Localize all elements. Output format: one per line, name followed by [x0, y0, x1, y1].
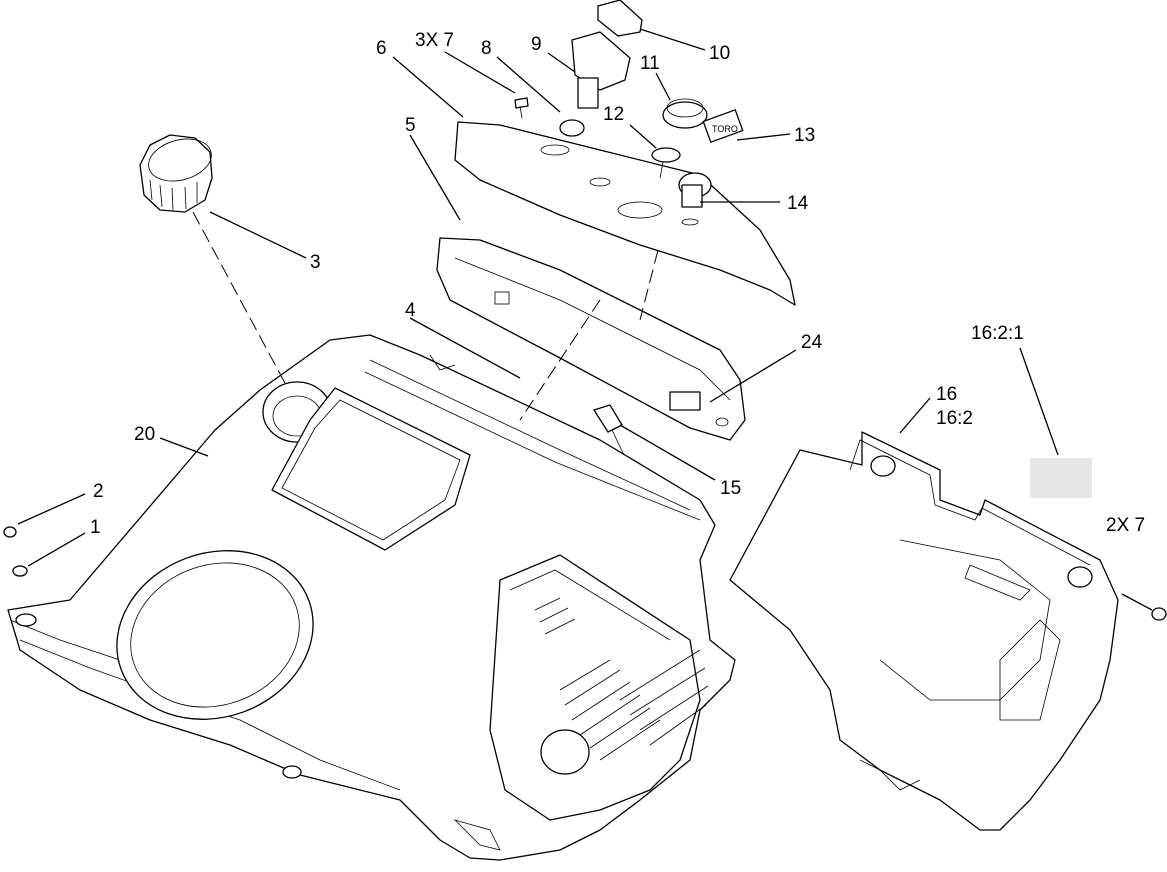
callout-5: 5 [405, 115, 416, 136]
callout-8: 8 [481, 38, 492, 59]
callout-12: 12 [603, 104, 624, 125]
callout-4: 4 [405, 300, 416, 321]
callout-24: 24 [801, 332, 823, 353]
callout-7: 3X 7 [415, 30, 454, 51]
fuel-cap [139, 134, 287, 386]
callout-14: 14 [787, 193, 809, 214]
side-cover [729, 431, 1119, 831]
callout-15: 15 [720, 478, 741, 499]
callout-16-2: 16:2 [936, 408, 973, 429]
callout-2: 2 [93, 481, 104, 502]
leader-lines [17, 28, 1153, 611]
control-panel-upper [454, 121, 796, 421]
wire-clip [593, 404, 625, 456]
screw-washers [3, 526, 1167, 621]
callout-16-2-1: 16:2:1 [971, 323, 1024, 344]
decal-16-2-1 [1030, 458, 1092, 498]
callout-10: 10 [709, 43, 730, 64]
callout-labels: 1 2 3 4 5 6 3X 7 8 9 10 11 12 13 14 15 1… [90, 30, 1145, 538]
callout-1: 1 [90, 517, 101, 538]
vent-grille [534, 597, 709, 761]
callout-6: 6 [376, 38, 387, 59]
key-label: TORO [712, 124, 738, 134]
callout-16: 16 [936, 384, 957, 405]
callout-13: 13 [794, 125, 815, 146]
control-panel-lower [436, 237, 746, 441]
callout-3: 3 [310, 252, 321, 273]
main-shroud [7, 334, 736, 861]
callout-20: 20 [134, 424, 155, 445]
callout-11: 11 [640, 53, 660, 74]
callout-9: 9 [531, 34, 542, 55]
small-hardware: TORO [514, 0, 744, 208]
callout-2x7: 2X 7 [1106, 515, 1145, 536]
